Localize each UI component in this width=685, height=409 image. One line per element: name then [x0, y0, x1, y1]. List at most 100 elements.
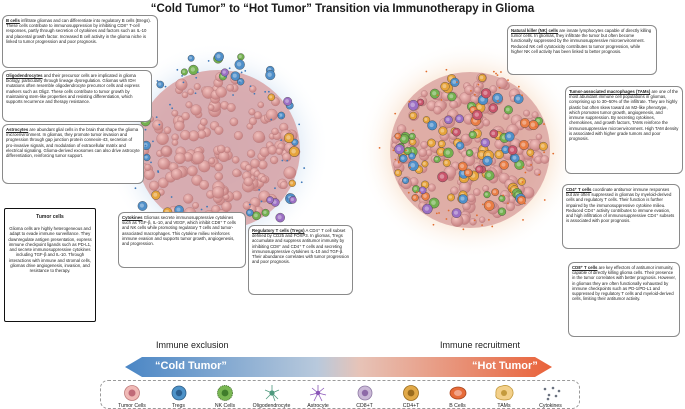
immune-cell — [437, 171, 448, 183]
immune-cell — [488, 103, 498, 113]
immune-cell — [188, 64, 199, 75]
cytokine-dot — [207, 60, 210, 62]
tumor-cell — [171, 109, 179, 117]
cell-nucleus — [420, 188, 424, 192]
cell-nucleus — [486, 202, 491, 208]
immune-cell — [478, 73, 487, 82]
transition-arrow — [125, 357, 552, 377]
cell-nucleus — [435, 157, 439, 161]
cd8-t-cells-box: CD8⁺ T cells are key effectors of antitu… — [568, 262, 680, 337]
immune-cell — [151, 190, 161, 200]
immune-cell — [180, 68, 188, 76]
cytokine-dot — [182, 81, 185, 84]
cell-nucleus — [470, 132, 474, 137]
tumor-cell — [149, 180, 160, 191]
immune-cell — [457, 161, 468, 172]
immune-cell — [214, 51, 224, 62]
cytokine-dot — [287, 198, 289, 200]
cytokine-dot — [156, 80, 159, 82]
immune-cell — [289, 196, 297, 204]
cell-nucleus — [267, 197, 272, 202]
cell-nucleus — [484, 192, 488, 196]
cell-nucleus — [291, 148, 296, 154]
cytokine-dot — [412, 129, 414, 132]
cytokine-dot — [522, 219, 524, 221]
tumor-cell — [505, 201, 515, 212]
cytokine-dot — [181, 74, 183, 77]
immune-cell — [265, 70, 276, 81]
cell-nucleus — [413, 195, 417, 199]
treg-icon — [171, 385, 186, 401]
tumor-cell — [271, 127, 279, 136]
nk-cell-icon — [217, 385, 233, 401]
tumor-cell — [171, 139, 179, 146]
cell-nucleus — [476, 167, 481, 171]
immune-cell — [513, 94, 524, 104]
cytokine-dot — [511, 192, 513, 195]
cytokine-dot — [244, 69, 247, 72]
immune-cell — [288, 146, 300, 157]
cytokine-dot — [264, 90, 267, 93]
tumor-cell — [249, 85, 257, 93]
cell-nucleus — [506, 133, 512, 139]
tumor-cell — [231, 156, 240, 164]
cell-nucleus — [401, 156, 405, 160]
cell-nucleus — [139, 203, 145, 208]
immune-cell — [452, 127, 461, 137]
immune-cell — [421, 160, 429, 168]
tumor-cell — [192, 202, 199, 209]
cytokine-dot — [157, 171, 160, 174]
tumor-cell — [226, 103, 236, 112]
cell-nucleus — [236, 61, 242, 67]
legend-item: Astrocyte — [296, 384, 340, 409]
cytokine-dot — [456, 81, 458, 83]
cell-nucleus — [238, 54, 242, 59]
immune-cell — [480, 88, 492, 99]
cell-nucleus — [438, 149, 443, 154]
tumor-cell — [467, 193, 476, 203]
cytokine-dot — [240, 71, 243, 74]
cytokine-dot — [206, 205, 208, 208]
cytokine-dot — [171, 107, 174, 110]
tumor-cell — [496, 77, 508, 90]
tumor-cell — [208, 157, 216, 165]
oligodendrocyte-icon — [264, 385, 279, 402]
immune-cell — [433, 155, 441, 163]
tumor-cell — [427, 183, 436, 192]
legend-label: CD4+T — [402, 403, 420, 409]
cell-nucleus — [474, 112, 479, 117]
cell-nucleus — [216, 54, 221, 59]
tumor-cell — [233, 131, 243, 141]
cell-nucleus — [442, 84, 447, 89]
tumor-cells-text: Glioma cells are highly heterogeneous an… — [8, 226, 92, 273]
tumor-cell — [525, 159, 533, 167]
immune-cell — [444, 115, 453, 125]
cell-nucleus — [445, 150, 450, 155]
immune-cell — [230, 71, 241, 81]
immune-cell — [458, 194, 468, 204]
immune-cell — [409, 111, 418, 120]
cell-nucleus — [432, 91, 437, 96]
cell-nucleus — [496, 152, 501, 157]
cell-nucleus — [422, 182, 427, 187]
immune-cell — [442, 158, 451, 167]
cytokine-dot — [543, 123, 545, 125]
cell-nucleus — [272, 200, 277, 204]
immune-cell — [504, 131, 515, 142]
cell-nucleus — [269, 95, 273, 99]
legend-label: Astrocyte — [307, 403, 329, 409]
cell-nucleus — [494, 95, 500, 101]
tumor-cell — [232, 168, 241, 178]
immune-cell — [422, 116, 431, 124]
tumor-cells-box: Tumor cells Glioma cells are highly hete… — [4, 208, 96, 322]
immune-cell — [484, 170, 495, 181]
immune-cell — [394, 132, 402, 140]
immune-cell — [246, 209, 254, 217]
cell-nucleus — [403, 178, 407, 182]
tumor-cell — [433, 105, 442, 115]
cytokine-dot — [552, 152, 555, 155]
immune-cell — [483, 191, 491, 199]
cell-nucleus — [279, 113, 283, 117]
cell-nucleus — [501, 162, 506, 167]
